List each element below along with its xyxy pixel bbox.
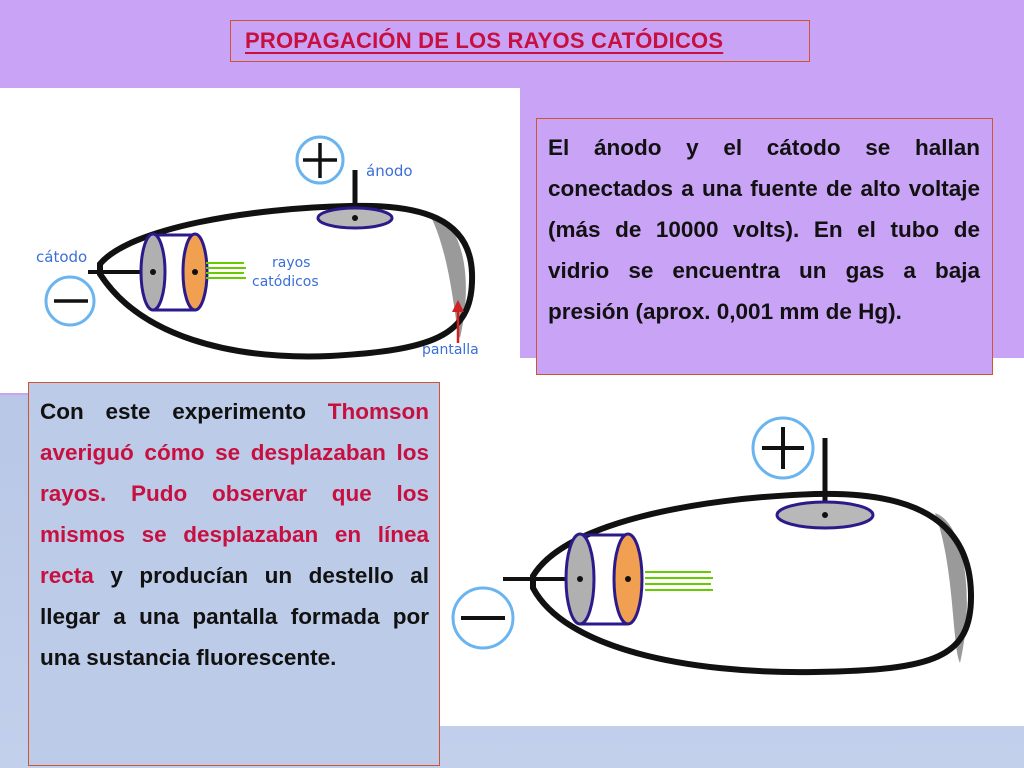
label-rays-line2: catódicos <box>252 274 319 290</box>
text-box-bottom: Con este experimento Thomson averiguó có… <box>28 382 440 766</box>
label-rays-line1: rayos <box>272 255 310 271</box>
negative-sign-icon <box>451 586 515 650</box>
text-box-top: El ánodo y el cátodo se hallan conectado… <box>536 118 993 375</box>
cathode-ray-tube-diagram-top: ánodo cátodo rayos catódicos pantalla fl… <box>36 135 493 376</box>
label-cathode: cátodo <box>36 248 87 266</box>
positive-sign-icon <box>751 416 815 480</box>
cathode-rays <box>645 571 713 591</box>
arrow-icon <box>452 300 464 343</box>
experiment-text-part3: y producían un destello al llegar a una … <box>40 563 429 670</box>
slide-title: PROPAGACIÓN DE LOS RAYOS CATÓDICOS <box>245 28 724 53</box>
description-text: El ánodo y el cátodo se hallan conectado… <box>548 135 980 324</box>
label-anode: ánodo <box>366 162 413 180</box>
experiment-text-highlight: Thomson averiguó cómo se desplazaban los… <box>40 399 429 588</box>
cathode-rays <box>206 262 246 279</box>
tube-outline <box>97 202 476 360</box>
label-screen-line1: pantalla <box>422 342 479 358</box>
experiment-text-part1: Con este experimento <box>40 399 328 424</box>
title-box: PROPAGACIÓN DE LOS RAYOS CATÓDICOS <box>230 20 810 62</box>
diagram-bottom-panel <box>395 358 1024 726</box>
negative-sign-icon <box>44 275 96 327</box>
tube-outline <box>530 490 975 676</box>
diagram-top-panel: ánodo cátodo rayos catódicos pantalla fl… <box>0 88 520 393</box>
cathode-ray-tube-diagram-bottom <box>451 416 975 676</box>
positive-sign-icon <box>295 135 345 185</box>
